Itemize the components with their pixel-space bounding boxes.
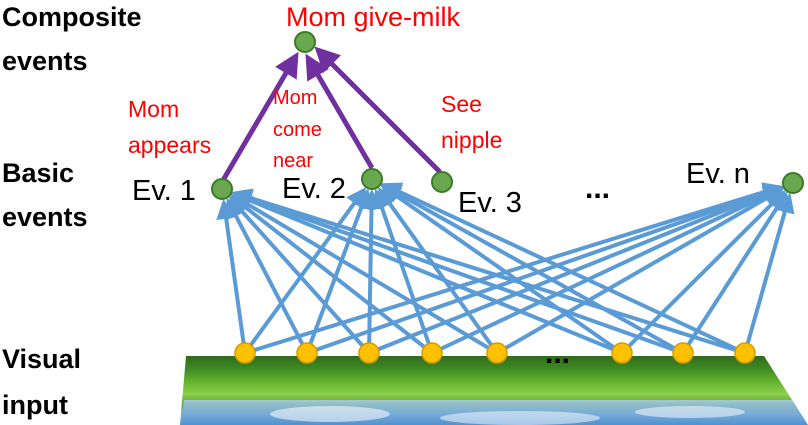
basic-event-label-2: Ev. 2: [282, 173, 346, 205]
edge-input-5-to-basic-3: [496, 187, 785, 355]
visual-input-node-6: [611, 342, 633, 364]
edge-input-6-to-basic-2: [380, 184, 624, 355]
edge-label-mom-appears: Mom appears: [128, 96, 211, 158]
edge-label-see-nipple: See nipple: [441, 91, 502, 153]
level-label-composite: Composite events: [2, 2, 149, 76]
visual-input-node-5: [486, 342, 508, 364]
basic-event-node-n: [782, 172, 804, 194]
edge-input-8-to-basic-3: [743, 192, 795, 354]
visual-input-node-2: [296, 342, 318, 364]
edge-label-mom-come-near: Mom come near: [273, 87, 327, 172]
basic-event-label-1: Ev. 1: [132, 175, 196, 207]
basic-event-node-2: [361, 168, 383, 190]
edge-input-7-to-basic-2: [380, 183, 684, 355]
basic-event-ellipsis: ...: [585, 172, 610, 205]
edge-input-5-to-basic-2: [377, 187, 499, 355]
edge-input-2-to-basic-2: [305, 188, 371, 354]
ground-image: [180, 356, 808, 425]
edge-input-7-to-basic-1: [231, 189, 684, 355]
basic-event-node-1: [211, 178, 233, 200]
edge-input-1-to-basic-3: [244, 182, 784, 355]
basic-event-label-3: Ev. 3: [458, 187, 522, 219]
edge-input-2-to-basic-3: [306, 183, 784, 355]
visual-input-node-4: [421, 342, 443, 364]
basic-event-label-n: Ev. n: [686, 158, 750, 190]
visual-input-ellipsis: ...: [545, 337, 570, 370]
edge-input-3-to-basic-2: [361, 188, 382, 354]
composite-event-label: Mom give-milk: [286, 2, 461, 32]
edge-ev3-to-composite: [314, 46, 442, 174]
visual-input-node-3: [358, 342, 380, 364]
edge-input-3-to-basic-3: [368, 184, 784, 355]
edge-input-8-to-basic-2: [381, 182, 746, 355]
basic-event-node-3: [431, 171, 453, 193]
edge-input-4-to-basic-1: [229, 195, 434, 355]
visual-input-node-8: [734, 342, 756, 364]
input-to-basic-edges: [216, 182, 795, 355]
visual-input-node-1: [234, 342, 256, 364]
edge-input-6-to-basic-3: [620, 190, 786, 355]
edge-input-1-to-basic-2: [243, 187, 367, 355]
edge-input-6-to-basic-1: [231, 191, 623, 355]
edge-input-2-to-basic-1: [226, 197, 309, 354]
composite-event-node: [294, 31, 316, 53]
level-label-visual: Visual input: [2, 344, 89, 420]
level-label-basic: Basic events: [2, 158, 88, 232]
edge-input-5-to-basic-1: [230, 194, 499, 355]
visual-input-node-7: [672, 342, 694, 364]
basic-to-composite-edges: [219, 46, 442, 184]
edge-input-3-to-basic-1: [228, 196, 371, 355]
edge-ev2-to-composite: [305, 53, 375, 170]
edge-input-4-to-basic-2: [372, 188, 434, 354]
edge-input-7-to-basic-3: [681, 191, 788, 355]
edge-ev1-to-composite: [219, 51, 299, 184]
edge-input-1-to-basic-1: [216, 198, 247, 354]
visual-input-nodes: [234, 342, 756, 364]
edge-input-4-to-basic-3: [431, 186, 784, 355]
edge-input-8-to-basic-1: [231, 188, 746, 355]
